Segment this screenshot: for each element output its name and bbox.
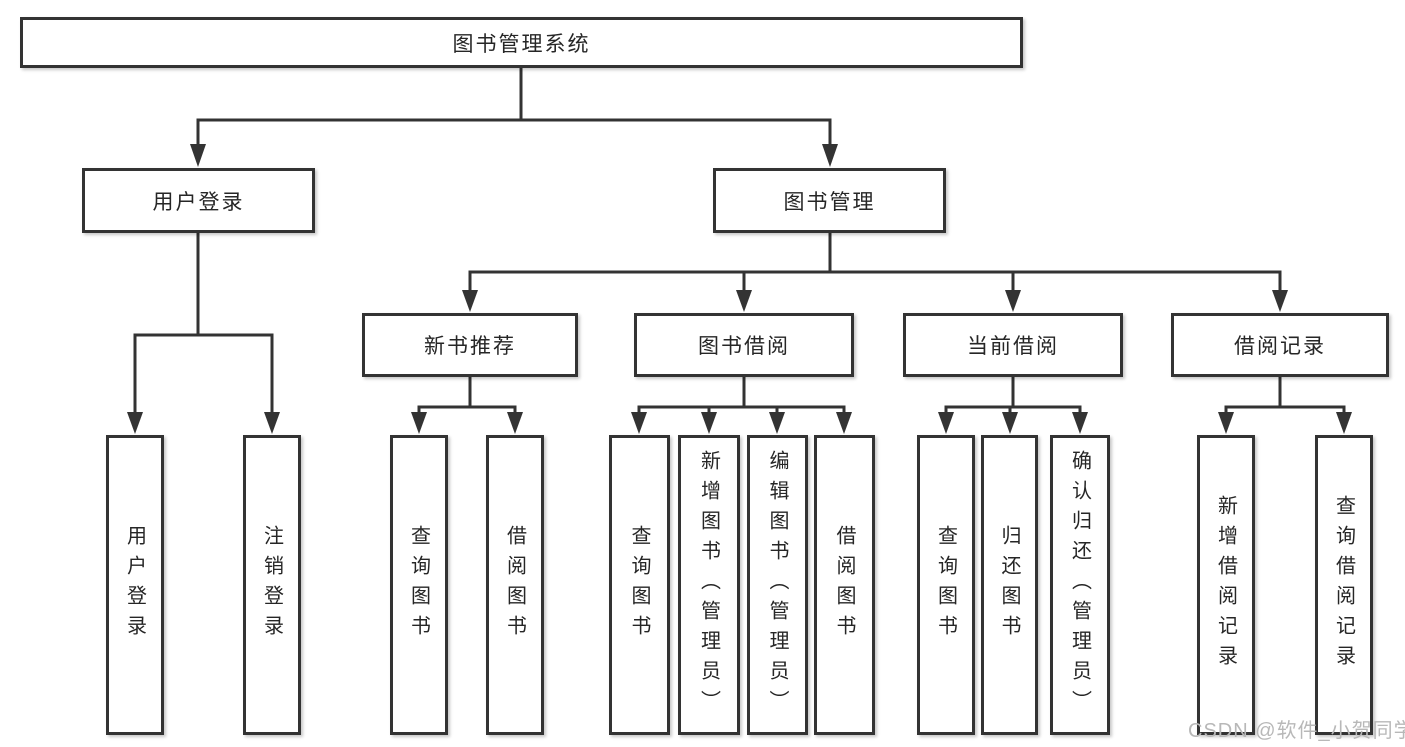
leaf-confirm-return-admin: 确认归还（管理员） bbox=[1050, 435, 1110, 735]
arrowhead-icon bbox=[1218, 412, 1234, 434]
arrowhead-icon bbox=[1072, 412, 1088, 434]
leaf-user-login: 用户登录 bbox=[106, 435, 164, 735]
node-book-borrow: 图书借阅 bbox=[634, 313, 854, 377]
connector-root-to-level2 bbox=[190, 66, 838, 167]
node-root: 图书管理系统 bbox=[20, 17, 1023, 68]
leaf-query-books-recommend: 查询图书 bbox=[390, 435, 448, 735]
connector-book-mgmt-children bbox=[462, 231, 1288, 312]
arrowhead-icon bbox=[411, 412, 427, 434]
leaf-borrow-books-recommend: 借阅图书 bbox=[486, 435, 544, 735]
leaf-query-borrow-record: 查询借阅记录 bbox=[1315, 435, 1373, 735]
leaf-borrow-books: 借阅图书 bbox=[814, 435, 875, 735]
watermark: CSDN @软件_小贺同学 bbox=[1188, 720, 1405, 742]
arrowhead-icon bbox=[127, 412, 143, 434]
arrowhead-icon bbox=[701, 412, 717, 434]
arrowhead-icon bbox=[1336, 412, 1352, 434]
leaf-edit-books-admin: 编辑图书（管理员） bbox=[747, 435, 808, 735]
arrowhead-icon bbox=[507, 412, 523, 434]
node-current-borrow: 当前借阅 bbox=[903, 313, 1123, 377]
arrowhead-icon bbox=[264, 412, 280, 434]
connector-user-login-children bbox=[127, 231, 280, 434]
arrowhead-icon bbox=[631, 412, 647, 434]
node-book-management: 图书管理 bbox=[713, 168, 946, 233]
connector-book-borrow-children bbox=[631, 375, 852, 434]
leaf-logout: 注销登录 bbox=[243, 435, 301, 735]
arrowhead-icon bbox=[1272, 290, 1288, 312]
leaf-return-books: 归还图书 bbox=[981, 435, 1038, 735]
arrowhead-icon bbox=[462, 290, 478, 312]
leaf-add-books-admin: 新增图书（管理员） bbox=[678, 435, 740, 735]
node-new-book-recommend: 新书推荐 bbox=[362, 313, 578, 377]
leaf-query-books-current: 查询图书 bbox=[917, 435, 975, 735]
connector-new-book-rec-children bbox=[411, 375, 523, 434]
leaf-query-books-borrow: 查询图书 bbox=[609, 435, 670, 735]
connector-current-borrow-children bbox=[938, 375, 1088, 434]
arrowhead-icon bbox=[1005, 290, 1021, 312]
connector-borrow-records-children bbox=[1218, 375, 1352, 434]
node-borrow-records: 借阅记录 bbox=[1171, 313, 1389, 377]
leaf-add-borrow-record: 新增借阅记录 bbox=[1197, 435, 1255, 735]
arrowhead-icon bbox=[836, 412, 852, 434]
arrowhead-icon bbox=[822, 144, 838, 167]
arrowhead-icon bbox=[769, 412, 785, 434]
arrowhead-icon bbox=[938, 412, 954, 434]
arrowhead-icon bbox=[736, 290, 752, 312]
arrowhead-icon bbox=[1002, 412, 1018, 434]
node-user-login: 用户登录 bbox=[82, 168, 315, 233]
arrowhead-icon bbox=[190, 144, 206, 167]
